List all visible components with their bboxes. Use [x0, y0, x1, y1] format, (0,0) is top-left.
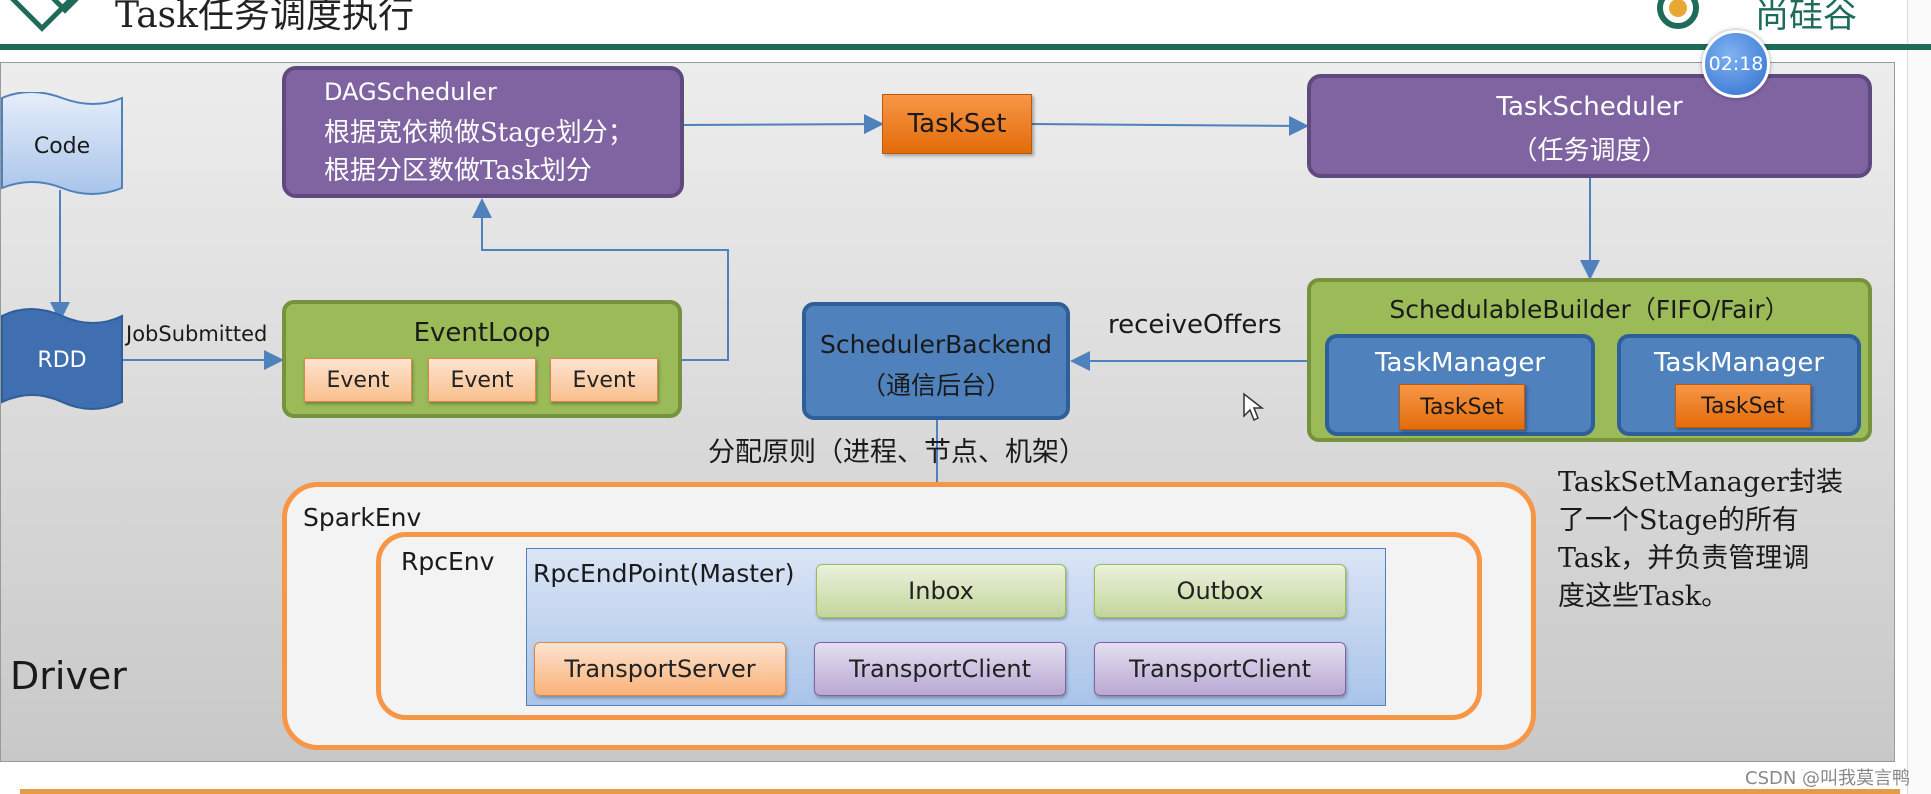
- task-manager-box-1: TaskManager TaskSet: [1325, 334, 1595, 436]
- event-item-2: Event: [428, 358, 536, 402]
- rpc-endpoint-label: RpcEndPoint(Master): [533, 559, 795, 588]
- scheduler-backend-title: SchedulerBackend: [819, 330, 1053, 359]
- rdd-shape: [1, 308, 123, 410]
- job-submitted-label: JobSubmitted: [126, 322, 268, 346]
- logo-diamond-icon: [10, 0, 90, 32]
- transport-client-box-1: TransportClient: [814, 642, 1066, 696]
- mouse-cursor-icon: [1243, 392, 1264, 422]
- taskset-box: TaskSet: [882, 94, 1032, 154]
- task-scheduler-subtitle: （任务调度）: [1511, 136, 1668, 166]
- task-manager-taskset-2: TaskSet: [1675, 384, 1811, 428]
- rpc-env-label: RpcEnv: [401, 547, 495, 576]
- note-line-3: Task，并负责管理调: [1558, 543, 1810, 574]
- task-manager-box-2: TaskManager TaskSet: [1617, 334, 1861, 436]
- video-timer-badge[interactable]: 02:18: [1702, 30, 1770, 98]
- header-divider: [0, 44, 1931, 50]
- outbox-box: Outbox: [1094, 564, 1346, 618]
- transport-server-box: TransportServer: [534, 642, 786, 696]
- page-title: Task任务调度执行: [115, 0, 414, 36]
- dag-scheduler-line2: 根据分区数做Task划分: [324, 156, 592, 186]
- driver-label: Driver: [10, 654, 127, 698]
- event-item-3: Event: [550, 358, 658, 402]
- event-loop-title: EventLoop: [413, 318, 551, 348]
- brand-logo-text: 尚硅谷: [1755, 0, 1857, 36]
- schedulable-builder-title: SchedulableBuilder（FIFO/Fair）: [1389, 295, 1790, 324]
- code-shape: [1, 92, 123, 195]
- code-label: Code: [33, 133, 91, 159]
- brand-logo-icon: [1657, 0, 1699, 29]
- task-scheduler-title: TaskScheduler: [1496, 92, 1683, 122]
- event-loop-box: EventLoop Event Event Event: [282, 300, 682, 418]
- scheduler-backend-box: SchedulerBackend （通信后台）: [802, 302, 1070, 420]
- rdd-label: RDD: [37, 347, 87, 373]
- task-manager-label-2: TaskManager: [1653, 348, 1825, 378]
- task-manager-taskset-1: TaskSet: [1399, 384, 1525, 430]
- dag-scheduler-line1: 根据宽依赖做Stage划分；: [324, 118, 634, 148]
- spark-env-label: SparkEnv: [303, 503, 422, 532]
- dag-scheduler-box: DAGScheduler 根据宽依赖做Stage划分； 根据分区数做Task划分: [282, 66, 684, 198]
- taskset-manager-note: TaskSetManager封装 了一个Stage的所有 Task，并负责管理调…: [1558, 464, 1843, 616]
- task-scheduler-box: TaskScheduler （任务调度）: [1307, 74, 1872, 178]
- inbox-box: Inbox: [816, 564, 1066, 618]
- note-line-2: 了一个Stage的所有: [1558, 505, 1799, 536]
- side-panel: [1907, 0, 1931, 794]
- note-line-1: TaskSetManager封装: [1558, 467, 1843, 498]
- bottom-accent-strip: [20, 789, 1900, 794]
- task-manager-label-1: TaskManager: [1374, 348, 1546, 378]
- schedulable-builder-box: SchedulableBuilder（FIFO/Fair） TaskManage…: [1307, 278, 1872, 442]
- receive-offers-label: receiveOffers: [1108, 310, 1282, 340]
- csdn-watermark: CSDN @叫我莫言鸭: [1745, 768, 1911, 789]
- dag-scheduler-title: DAGScheduler: [324, 78, 497, 106]
- note-line-4: 度这些Task。: [1558, 581, 1729, 612]
- event-item-1: Event: [304, 358, 412, 402]
- allocation-principle-label: 分配原则（进程、节点、机架）: [708, 437, 1086, 468]
- scheduler-backend-subtitle: （通信后台）: [860, 371, 1011, 400]
- transport-client-box-2: TransportClient: [1094, 642, 1346, 696]
